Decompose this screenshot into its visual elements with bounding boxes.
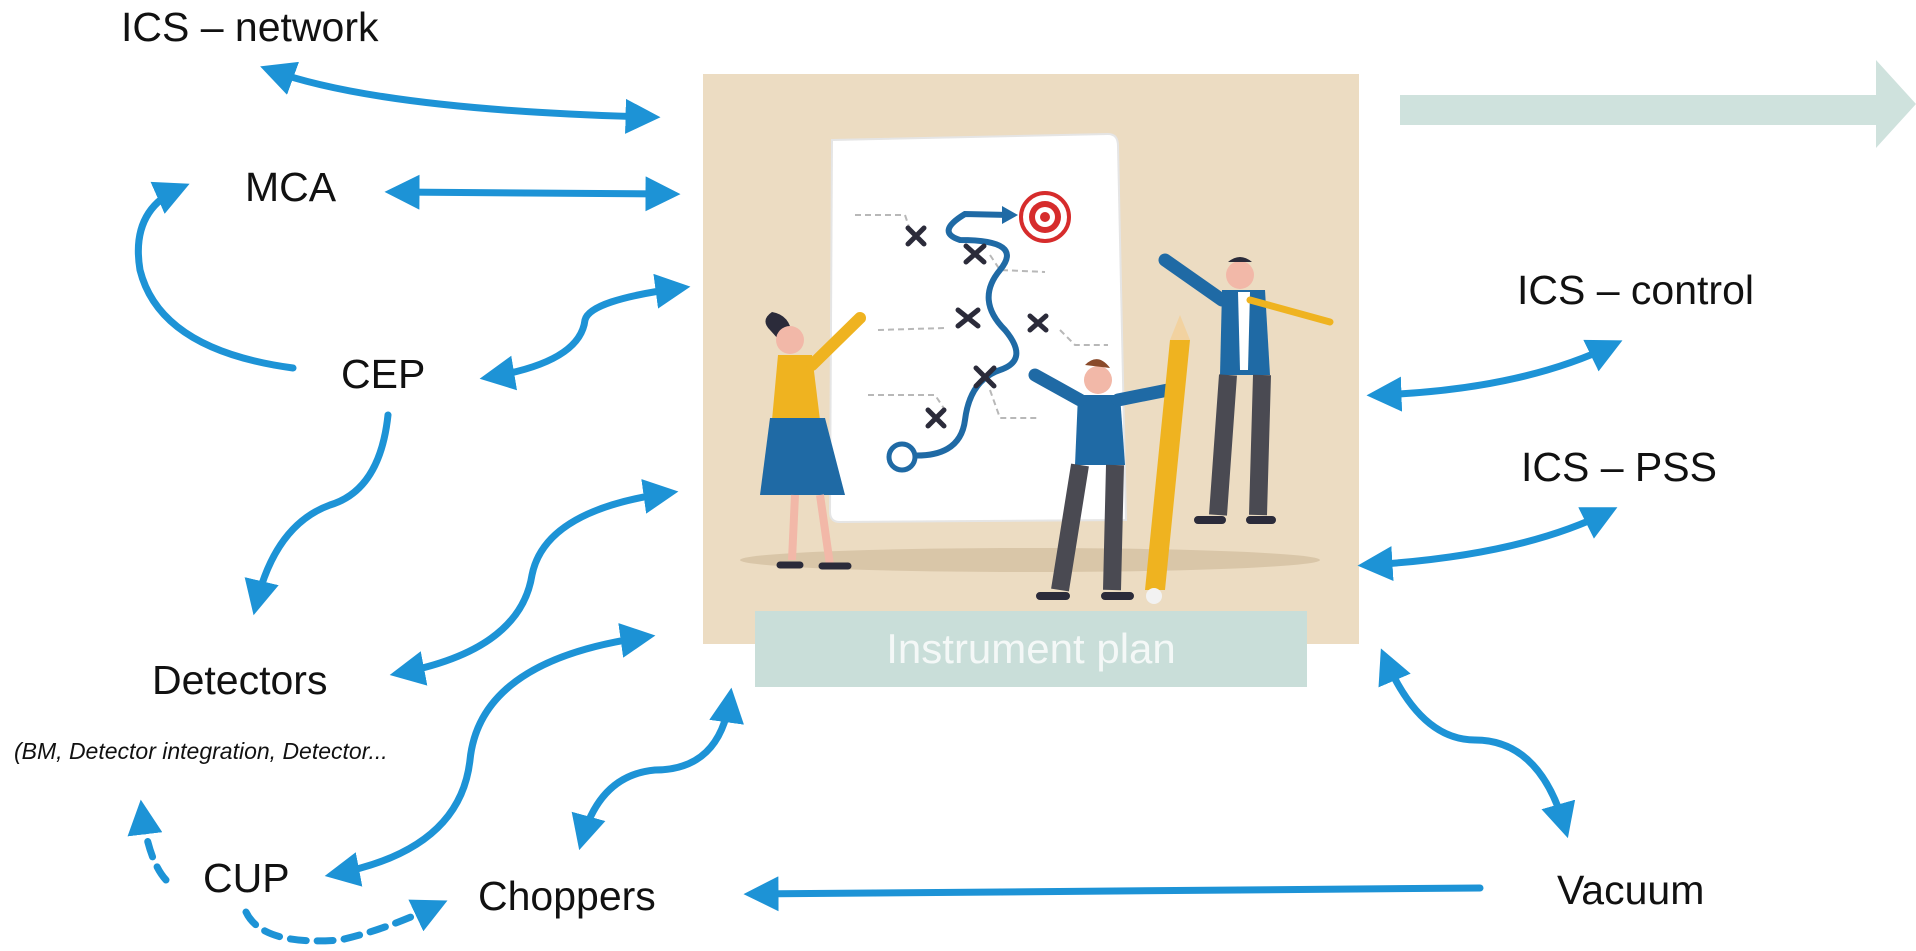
node-ics-network: ICS – network [121, 4, 379, 50]
node-ics-control: ICS – control [1517, 267, 1754, 313]
pencil [1145, 315, 1190, 604]
path-arrowhead [1002, 206, 1018, 224]
arrow-cup [324, 623, 656, 887]
arrow-detectors [389, 479, 679, 686]
floor-shadow [740, 548, 1320, 572]
instrument-plan-illustration [703, 74, 1359, 644]
node-vacuum: Vacuum [1557, 867, 1705, 913]
target-icon [1019, 191, 1071, 243]
arrow-cep-mca-loop [134, 181, 297, 372]
detectors-note: (BM, Detector integration, Detector... [14, 738, 388, 764]
woman-figure [760, 312, 866, 570]
arrow-choppers [571, 687, 744, 851]
node-detectors: Detectors [152, 657, 328, 703]
arrow-vacuum [1378, 648, 1576, 839]
arrow-ics-network [260, 61, 661, 134]
node-ics-pss: ICS – PSS [1521, 444, 1717, 490]
arrow-vacuum-choppers [743, 876, 1484, 912]
arrow-ics-control [1366, 339, 1623, 412]
node-mca: MCA [245, 164, 337, 210]
instrument-plan-caption: Instrument plan [755, 611, 1307, 687]
start-circle [886, 441, 918, 473]
node-cep: CEP [341, 351, 426, 397]
arrow-cep [479, 273, 691, 391]
big-output-arrow [1400, 60, 1916, 148]
arrow-ics-pss [1357, 507, 1618, 582]
node-choppers: Choppers [478, 873, 656, 919]
arrow-cup-detectors-dashed [127, 799, 170, 884]
arrow-cup-choppers-dashed [242, 899, 448, 945]
man-figure-1 [1028, 359, 1175, 600]
strategy-path [904, 210, 1020, 459]
arrow-cep-detectors [244, 411, 392, 616]
man-figure-2 [1158, 253, 1334, 524]
node-cup: CUP [203, 855, 290, 901]
arrow-mca [384, 174, 681, 212]
